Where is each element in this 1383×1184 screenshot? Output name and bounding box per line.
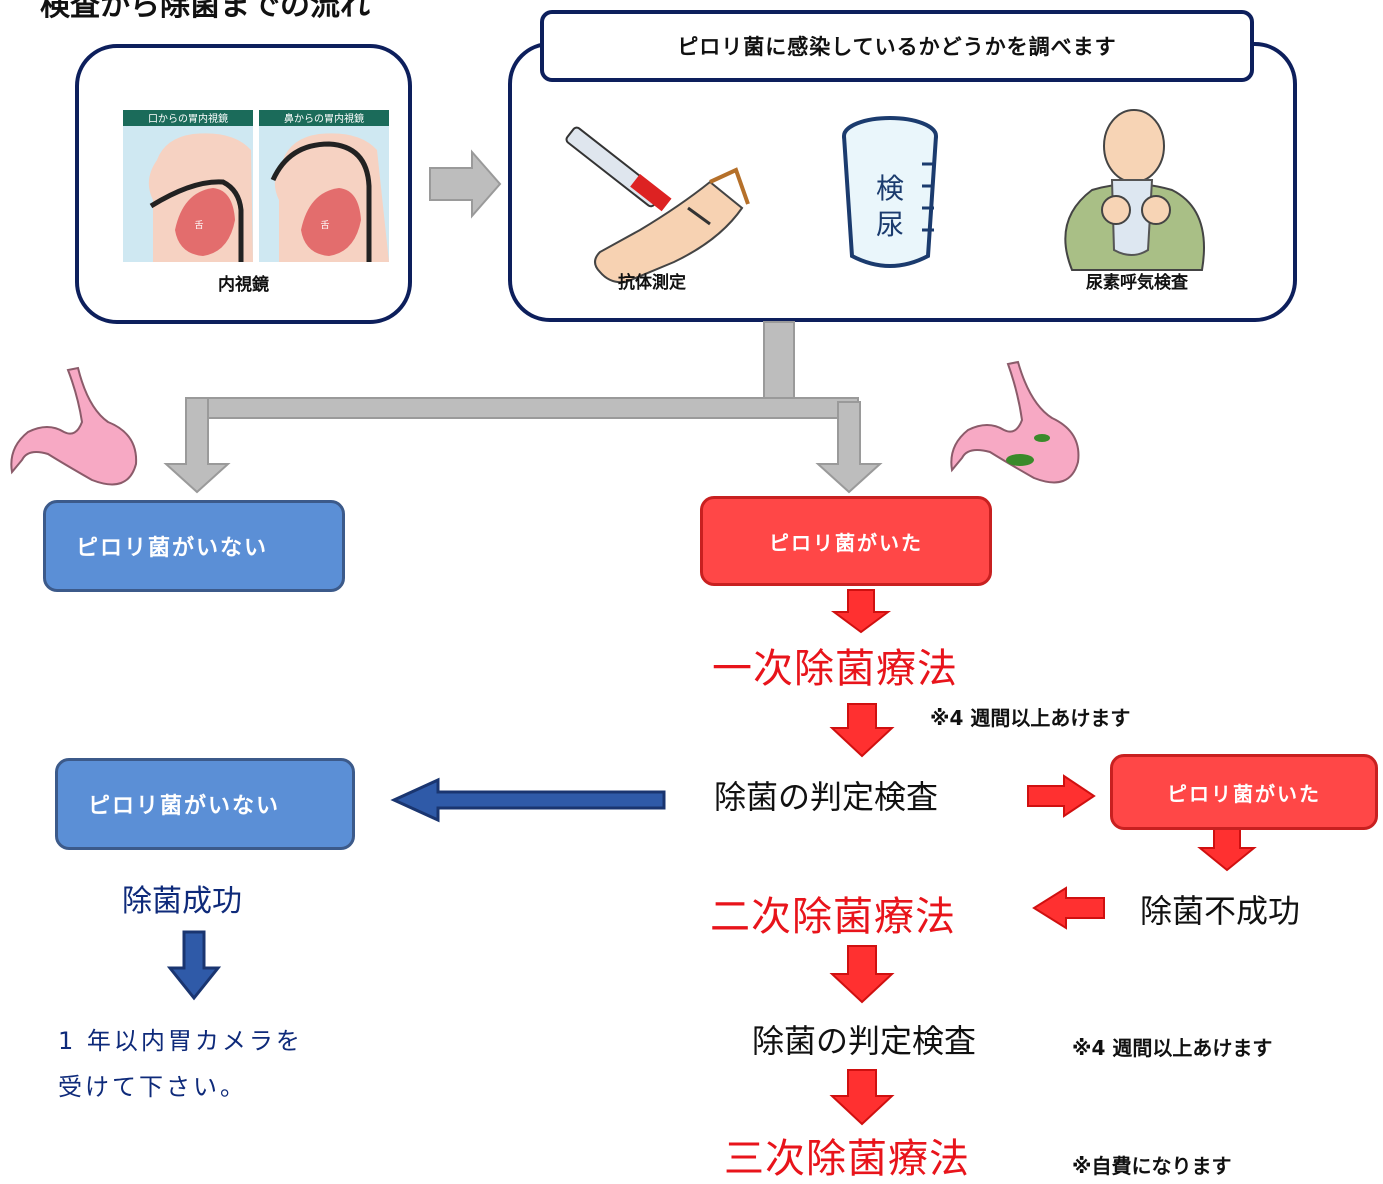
gray-down-arrow-left <box>163 397 231 494</box>
svg-text:口からの胃内視鏡: 口からの胃内視鏡 <box>148 112 228 125</box>
red-down-arrow-4 <box>829 945 895 1004</box>
first-therapy: 一次除菌療法 <box>712 646 958 692</box>
endoscopy-panel: 口からの胃内視鏡 舌 鼻からの胃内視鏡 舌 内視鏡 <box>75 44 412 324</box>
tests-panel: 検 尿 抗体測定 尿素呼気検査 <box>508 42 1297 322</box>
red-left-arrow <box>1032 886 1105 930</box>
svg-text:舌: 舌 <box>320 220 329 231</box>
red-down-arrow-1 <box>830 589 892 634</box>
result-positive-box-1: ピロリ菌がいた <box>700 496 992 586</box>
follow-up-advice: 1 年以内胃カメラを 受けて下さい。 <box>58 1027 303 1101</box>
third-therapy: 三次除菌療法 <box>724 1136 970 1182</box>
self-pay-note: ※自費になります <box>1072 1154 1232 1178</box>
svg-text:鼻からの胃内視鏡: 鼻からの胃内視鏡 <box>284 112 364 125</box>
gray-down-arrow-right <box>815 401 883 494</box>
result-positive-box-2: ピロリ菌がいた <box>1110 754 1378 830</box>
stomach-healthy-icon <box>10 366 138 486</box>
mouth-endoscopy-image: 口からの胃内視鏡 舌 <box>123 110 253 262</box>
wait-note-2: ※4 週間以上あけます <box>1072 1036 1273 1060</box>
tests-illustration: 検 尿 <box>565 109 1205 284</box>
second-therapy: 二次除菌療法 <box>710 894 956 940</box>
svg-text:尿: 尿 <box>876 208 904 241</box>
judgement-test-2: 除菌の判定検査 <box>752 1022 977 1060</box>
gray-vertical-stem <box>763 321 795 409</box>
endoscopy-illustration: 口からの胃内視鏡 舌 鼻からの胃内視鏡 舌 <box>123 110 389 262</box>
blue-left-arrow <box>390 777 666 823</box>
stomach-infected-icon <box>950 360 1080 484</box>
antibody-caption: 抗体測定 <box>618 273 686 293</box>
eradication-failure: 除菌不成功 <box>1140 892 1301 930</box>
breath-test-person-icon <box>1064 109 1205 271</box>
red-down-arrow-3 <box>1197 827 1257 872</box>
red-down-arrow-5 <box>829 1069 895 1126</box>
svg-text:舌: 舌 <box>194 220 203 231</box>
nose-endoscopy-image: 鼻からの胃内視鏡 舌 <box>259 110 389 262</box>
blue-down-arrow <box>166 930 222 1001</box>
tests-header: ピロリ菌に感染しているかどうかを調べます <box>540 10 1254 82</box>
red-down-arrow-2 <box>829 703 895 758</box>
endoscopy-caption: 内視鏡 <box>218 275 269 295</box>
wait-note-1: ※4 週間以上あけます <box>930 706 1131 730</box>
gray-right-arrow <box>429 149 502 219</box>
page-title: 検査から除菌までの流れ <box>40 0 370 23</box>
red-right-arrow <box>1027 774 1096 818</box>
judgement-test-1: 除菌の判定検査 <box>714 778 939 816</box>
gray-horizontal-branch <box>185 397 859 419</box>
result-negative-box-1: ピロリ菌がいない <box>43 500 345 592</box>
eradication-success: 除菌成功 <box>122 884 242 919</box>
result-negative-box-2: ピロリ菌がいない <box>55 758 355 850</box>
syringe-arm-icon <box>565 126 750 284</box>
svg-text:検: 検 <box>876 172 904 205</box>
urine-cup-icon: 検 尿 <box>842 116 938 268</box>
breath-test-caption: 尿素呼気検査 <box>1086 273 1188 293</box>
